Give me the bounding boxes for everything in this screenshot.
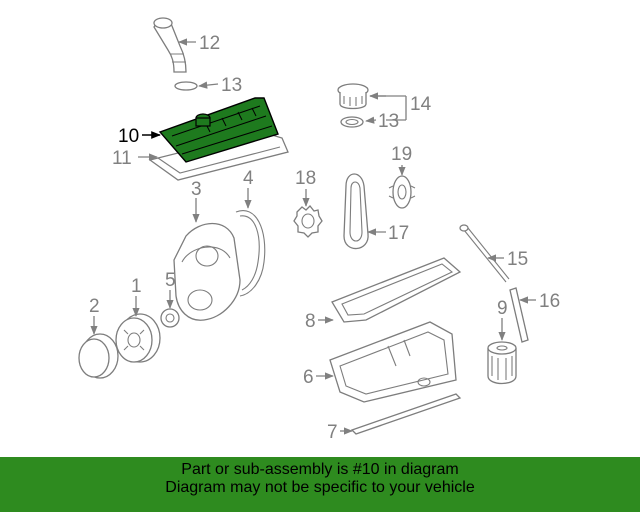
callout-11: 11: [112, 148, 132, 169]
callout-labels: 12 13 10 11 14 13 19 18 17 3 4 5 1 2 15 …: [89, 33, 560, 443]
timing-cover-part: [173, 223, 241, 321]
callout-14: 14: [410, 94, 432, 115]
callout-12: 12: [199, 33, 220, 54]
callout-10: 10: [118, 126, 139, 147]
callout-17: 17: [388, 223, 409, 244]
callout-15: 15: [507, 249, 528, 270]
balancer-ring-part: [78, 333, 119, 379]
oil-filler-cap-part: [337, 83, 369, 110]
oil-pan-seal-part: [350, 393, 462, 435]
valve-cover-part: [158, 97, 279, 163]
harmonic-balancer-part: [115, 313, 161, 363]
callout-8: 8: [305, 311, 316, 332]
callout-16: 16: [539, 291, 560, 312]
filler-tube-gasket-part: [174, 81, 198, 91]
camshaft-sprocket-part: [388, 175, 416, 209]
callout-9: 9: [497, 298, 508, 319]
dipstick-tube-part: [509, 287, 529, 343]
oil-pan-part: [329, 321, 457, 403]
callout-3: 3: [191, 179, 202, 200]
callout-18: 18: [295, 168, 316, 189]
callout-5: 5: [165, 270, 176, 291]
timing-cover-gasket-part: [235, 210, 266, 297]
callout-6: 6: [303, 367, 314, 388]
oil-filler-tube-part: [153, 17, 187, 73]
banner-line-part-number: Part or sub-assembly is #10 in diagram: [181, 461, 459, 478]
callout-19: 19: [391, 144, 412, 165]
callout-13-lower: 13: [378, 111, 399, 132]
callout-2: 2: [89, 296, 100, 317]
parts-diagram: 12 13 10 11 14 13 19 18 17 3 4 5 1 2 15 …: [78, 17, 560, 443]
oil-filter-part: [487, 341, 517, 385]
dipstick-part: [459, 224, 510, 283]
info-banner: Part or sub-assembly is #10 in diagram D…: [0, 457, 640, 512]
leader-lines: [90, 38, 536, 435]
callout-1: 1: [131, 276, 142, 297]
callout-13-upper: 13: [221, 75, 242, 96]
callout-7: 7: [327, 422, 338, 443]
cap-gasket-part: [340, 116, 364, 128]
banner-line-disclaimer: Diagram may not be specific to your vehi…: [165, 479, 475, 496]
timing-chain-part: [343, 173, 369, 250]
callout-4: 4: [243, 168, 254, 189]
oil-pan-gasket-part: [331, 257, 462, 323]
crankshaft-seal-part: [160, 308, 180, 328]
crankshaft-sprocket-part: [293, 205, 323, 238]
